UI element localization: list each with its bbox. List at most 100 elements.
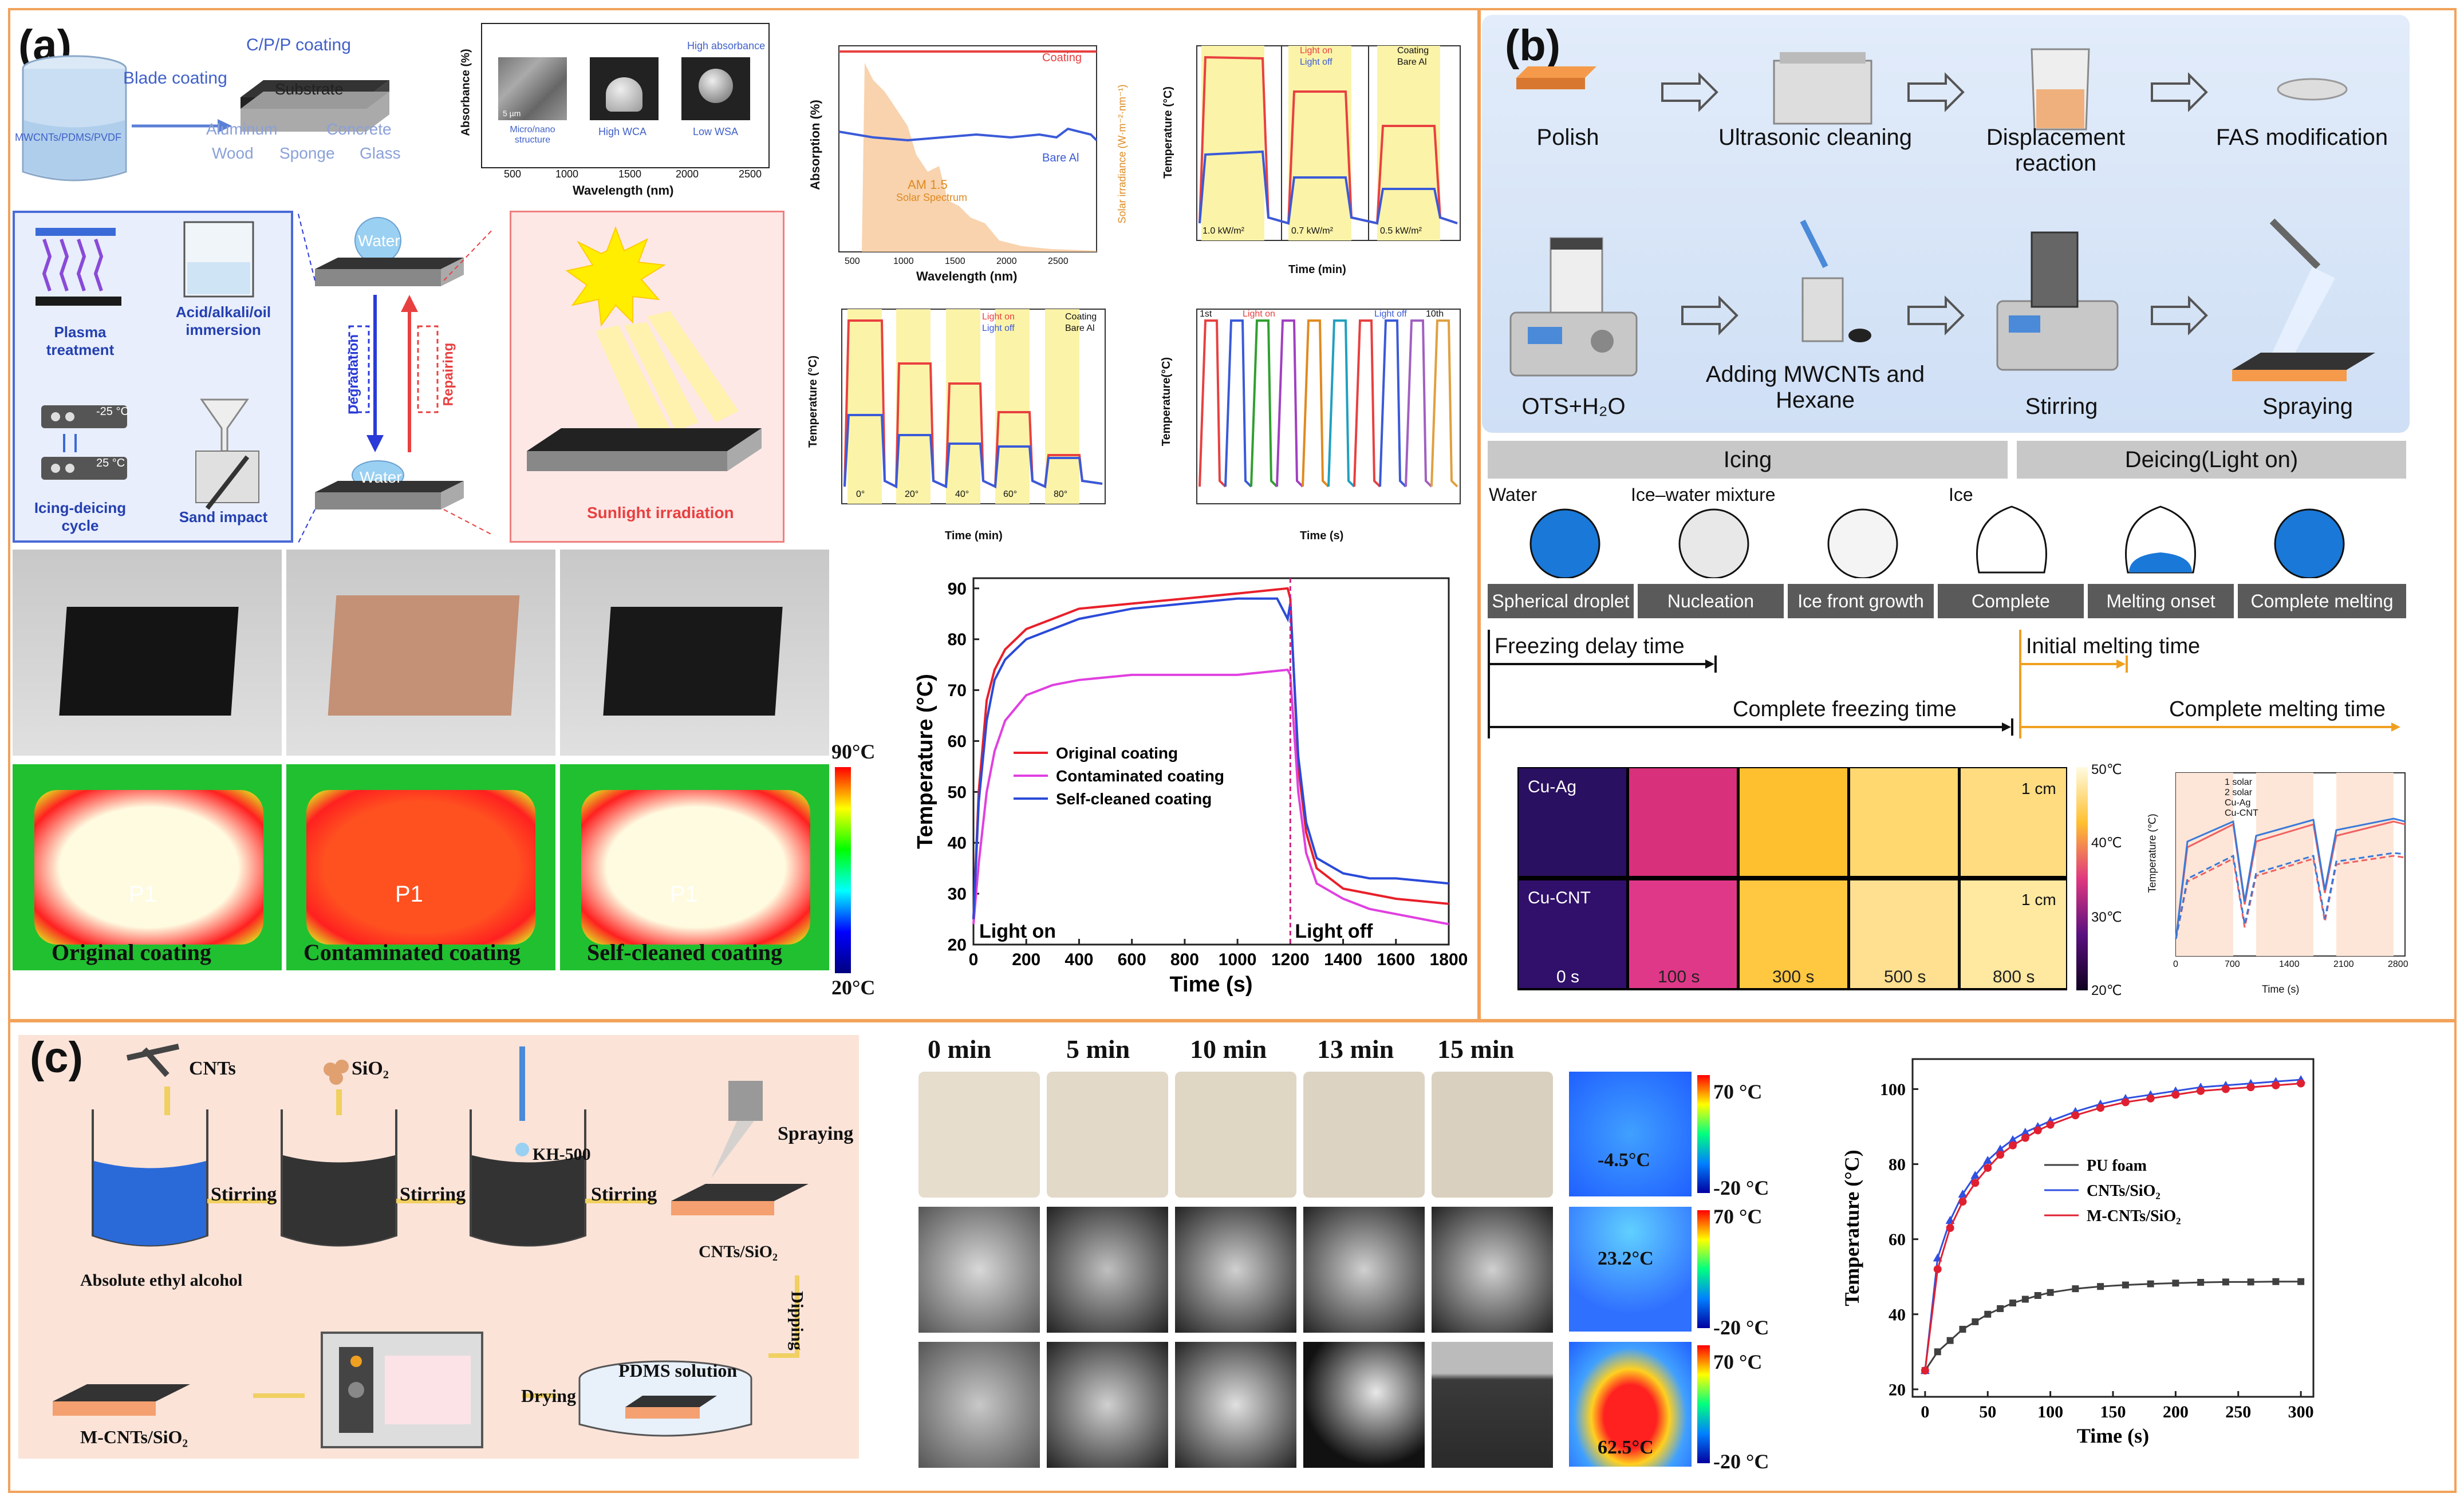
freezing-delay-label: Freezing delay time bbox=[1495, 634, 1685, 658]
data-point bbox=[1970, 1171, 1980, 1179]
high-absorbance-label: High absorbance bbox=[687, 40, 766, 52]
light-off-label: Light off bbox=[1295, 921, 1373, 942]
x-tick-label: 200 bbox=[2163, 1403, 2189, 1421]
ir-time-100: 100 s bbox=[1658, 967, 1700, 986]
c-photo-mcnt-15 bbox=[1432, 1342, 1553, 1468]
y-axis-label: Temperature (°C) bbox=[913, 674, 937, 849]
absorption-xlabel: Wavelength (nm) bbox=[916, 269, 1018, 283]
x-axis-label: Time (s) bbox=[2077, 1424, 2149, 1447]
absorbance-xtick: 1000 bbox=[555, 168, 579, 180]
step-displacement: Displacement reaction bbox=[1986, 125, 2126, 176]
x-tick-label: 1400 bbox=[1324, 950, 1362, 969]
series-line bbox=[972, 597, 1449, 919]
panel-c-border bbox=[8, 1020, 2457, 1493]
c-ir-scale-1 bbox=[1697, 1075, 1710, 1193]
c-photo-mcnt-0 bbox=[918, 1342, 1040, 1468]
y-tick-label: 60 bbox=[948, 732, 967, 751]
material-wood: Wood bbox=[212, 144, 254, 162]
temp2-legend-off: Light off bbox=[982, 323, 1015, 333]
c-photo-cnt-5 bbox=[1047, 1207, 1168, 1333]
mini-legend-1solar: 1 solar bbox=[2225, 777, 2253, 787]
thermal-point-2: P1 bbox=[395, 882, 423, 907]
x-tick-label: 600 bbox=[1118, 950, 1146, 969]
temp1-segment-1: 1.0 kW/m² bbox=[1203, 226, 1244, 236]
c-photo-foam-0 bbox=[918, 1072, 1040, 1198]
c-final-label: M-CNTs/SiO₂ bbox=[80, 1427, 188, 1447]
y-tick-label: 80 bbox=[948, 630, 967, 649]
x-tick-label: 150 bbox=[2100, 1403, 2126, 1421]
thermal-label-contaminated: Contaminated coating bbox=[303, 939, 521, 965]
panel-b-label: (b) bbox=[1505, 21, 1561, 70]
absorbance-xtick: 500 bbox=[504, 168, 522, 180]
temp1-ylabel: Temperature (°C) bbox=[1162, 86, 1174, 179]
mini-xtick: 700 bbox=[2225, 959, 2240, 969]
thermal-scale-min: 20°C bbox=[831, 976, 876, 999]
c-ir-scale-2 bbox=[1697, 1210, 1710, 1328]
temp3-ylabel: Temperature(°C) bbox=[1160, 357, 1173, 447]
absorbance-xtick: 1500 bbox=[618, 168, 642, 180]
c-stirring-1: Stirring bbox=[211, 1184, 277, 1205]
temp2-ylabel: Temperature (°C) bbox=[807, 356, 819, 448]
data-point bbox=[2020, 1127, 2030, 1136]
x-tick-label: 250 bbox=[2225, 1403, 2251, 1421]
x-tick-label: 1000 bbox=[1219, 950, 1257, 969]
process-icons-b bbox=[1509, 48, 2375, 381]
absorbance-xlabel: Wavelength (nm) bbox=[573, 183, 674, 198]
data-point bbox=[1958, 1190, 1968, 1198]
ir-scale-30: 30℃ bbox=[2091, 910, 2122, 925]
absorption-xtick: 500 bbox=[845, 256, 860, 266]
c-pdms-label: PDMS solution bbox=[618, 1360, 738, 1381]
c-photo-foam-10 bbox=[1175, 1072, 1296, 1198]
c-ir-max-2: 70 °C bbox=[1713, 1205, 1763, 1228]
ir-time-300: 300 s bbox=[1772, 967, 1815, 986]
data-point bbox=[2097, 1283, 2104, 1290]
coating-schematic bbox=[22, 55, 389, 181]
mini-legend-2solar: 2 solar bbox=[2225, 788, 2253, 797]
c-photo-mcnt-5 bbox=[1047, 1342, 1168, 1468]
ir-cell-ag-0 bbox=[1519, 768, 1626, 876]
data-point bbox=[2121, 1098, 2130, 1107]
data-point bbox=[2197, 1087, 2205, 1095]
y-tick-label: 40 bbox=[1889, 1305, 1906, 1324]
ir-scale-20: 20℃ bbox=[2091, 983, 2122, 998]
ir-cell-cnt-1 bbox=[1629, 880, 1737, 988]
c-ir-temp-foam: -4.5°C bbox=[1598, 1150, 1650, 1171]
stage-complete-freezing: Complete freezing bbox=[1938, 584, 2084, 646]
c-ir-temp-cnt: 23.2°C bbox=[1598, 1248, 1654, 1269]
c-ir-max-3: 70 °C bbox=[1713, 1350, 1763, 1373]
mini-ylabel: Temperature (℃) bbox=[2146, 813, 2158, 893]
absorption-xtick: 2000 bbox=[996, 256, 1017, 266]
absorbance-xtick: 2000 bbox=[676, 168, 699, 180]
series-line bbox=[972, 587, 1449, 919]
mini-xlabel: Time (s) bbox=[2262, 983, 2300, 995]
data-point bbox=[2297, 1079, 2305, 1088]
plasma-treatment-label: Plasma treatment bbox=[46, 323, 115, 358]
x-tick-label: 50 bbox=[1979, 1403, 1996, 1421]
data-point bbox=[2047, 1289, 2054, 1296]
ir-cell-ag-2 bbox=[1740, 768, 1847, 876]
ir-scale-bar-2: 1 cm bbox=[2021, 891, 2056, 908]
c-photo-foam-5 bbox=[1047, 1072, 1168, 1198]
data-point bbox=[1972, 1318, 1979, 1325]
c-ir-scale-3 bbox=[1697, 1345, 1710, 1463]
c-photo-mcnt-10 bbox=[1175, 1342, 1296, 1468]
coating-label: Coating bbox=[1042, 52, 1082, 64]
data-point bbox=[2122, 1281, 2129, 1289]
water-label: Water bbox=[1489, 484, 1537, 505]
data-point bbox=[2272, 1081, 2280, 1089]
thermal-cleaned-hot bbox=[581, 790, 810, 945]
data-point bbox=[2009, 1141, 2017, 1150]
c-ir-min-1: -20 °C bbox=[1713, 1176, 1769, 1199]
c-time-0: 0 min bbox=[928, 1034, 992, 1064]
data-point bbox=[1996, 1151, 2005, 1159]
temp1-segment-2: 0.7 kW/m² bbox=[1291, 226, 1333, 236]
ir-cell-ag-4 bbox=[1961, 768, 2066, 876]
mini-xtick: 1400 bbox=[2279, 959, 2300, 969]
step-polish: Polish bbox=[1536, 125, 1599, 150]
absorption-chart bbox=[838, 45, 1098, 252]
ir-scale-bar-1: 1 cm bbox=[2021, 780, 2056, 797]
step-ultrasonic: Ultrasonic cleaning bbox=[1718, 125, 1912, 150]
data-point bbox=[1933, 1265, 1942, 1274]
ir-cell-cnt-4 bbox=[1961, 880, 2066, 988]
x-tick-label: 400 bbox=[1065, 950, 1093, 969]
